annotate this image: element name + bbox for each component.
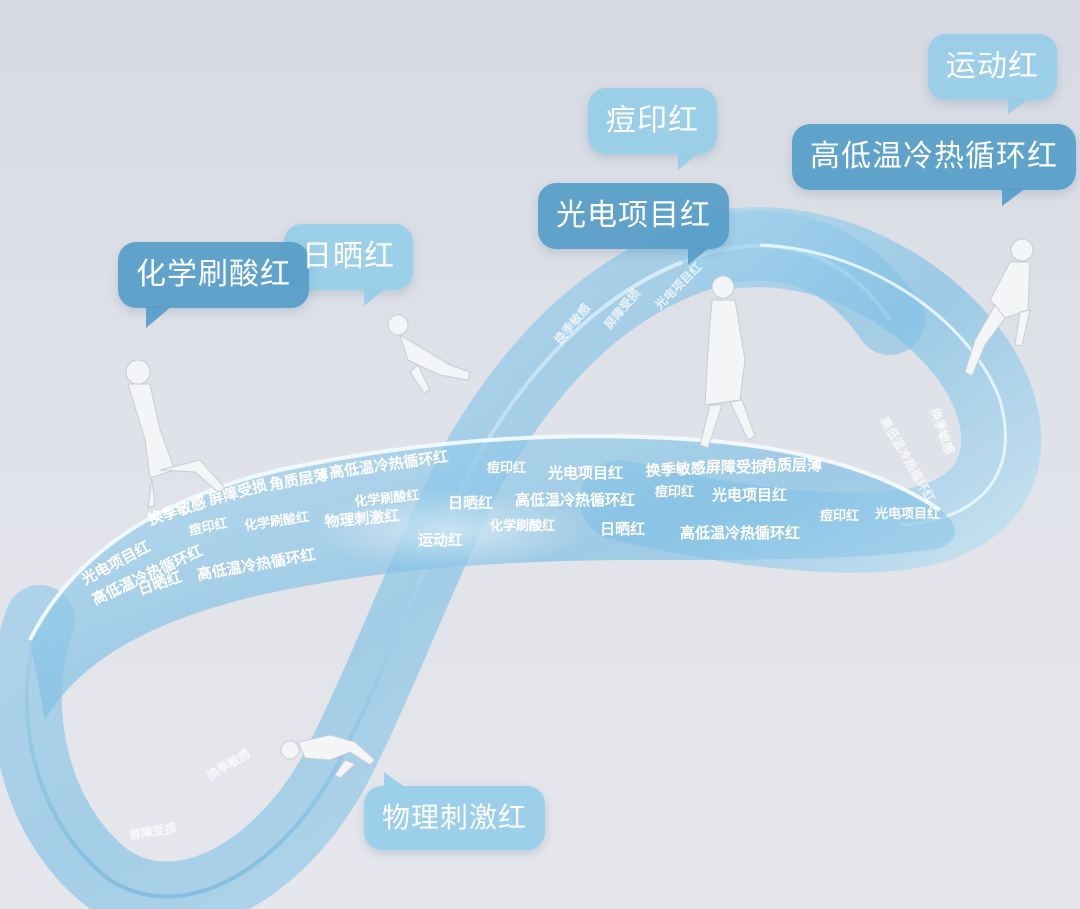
figure-woman-left (125, 359, 226, 509)
bubble-rishai: 日晒红 (284, 224, 413, 306)
ribbon-front-band (28, 434, 955, 720)
ribbon-text: 屏障受损 (127, 820, 178, 843)
ribbon-text: 化学刷酸红 (490, 518, 555, 534)
ribbon-text: 运动红 (418, 531, 463, 549)
figure-man-right (964, 238, 1034, 377)
label-douyin: 痘印红 (606, 103, 699, 138)
bubble-huaxue: 化学刷酸红 (118, 242, 309, 328)
label-rishai: 日晒红 (302, 239, 395, 274)
ribbon-text: 痘印红 (655, 484, 694, 500)
label-gaodi: 高低温冷热循环红 (810, 139, 1058, 174)
bubble-yundong: 运动红 (928, 34, 1057, 114)
ribbon-text: 屏障受损 (706, 458, 766, 476)
ribbon-text: 光电项目红 (711, 486, 787, 504)
figure-man-sitting (387, 314, 471, 394)
ribbon-text: 换季敏感 (927, 406, 958, 456)
ribbon-text: 换季敏感 (204, 746, 253, 783)
ribbon-text: 日晒红 (600, 520, 645, 538)
ribbon-text: 痘印红 (820, 508, 859, 524)
ribbon-text: 日晒红 (448, 494, 493, 512)
label-wuli: 物理刺激红 (382, 801, 528, 834)
label-yundong: 运动红 (946, 49, 1039, 84)
ribbon-text: 高低温冷热循环红 (680, 524, 800, 542)
bubble-douyin: 痘印红 (588, 88, 717, 170)
figure-man-lying (280, 734, 376, 779)
ribbon-text: 痘印红 (487, 460, 526, 476)
bubble-wuli: 物理刺激红 (364, 772, 546, 850)
ribbon-text: 化学刷酸红 (354, 487, 420, 510)
label-guangdian: 光电项目红 (556, 198, 711, 233)
label-huaxue: 化学刷酸红 (136, 257, 291, 292)
bubble-gaodi: 高低温冷热循环红 (792, 124, 1076, 206)
bubble-guangdian: 光电项目红 (538, 183, 729, 265)
ribbon-text: 角质层薄 (762, 456, 822, 474)
figure-woman-center (699, 275, 756, 449)
ribbon-text: 痘印红 (188, 515, 229, 539)
ribbon-text: 光电项目红 (874, 506, 940, 522)
ribbon-text: 高低温冷热循环红 (515, 491, 635, 509)
ribbon-text: 光电项目红 (547, 464, 623, 482)
ribbon-text: 换季敏感 (645, 459, 706, 480)
